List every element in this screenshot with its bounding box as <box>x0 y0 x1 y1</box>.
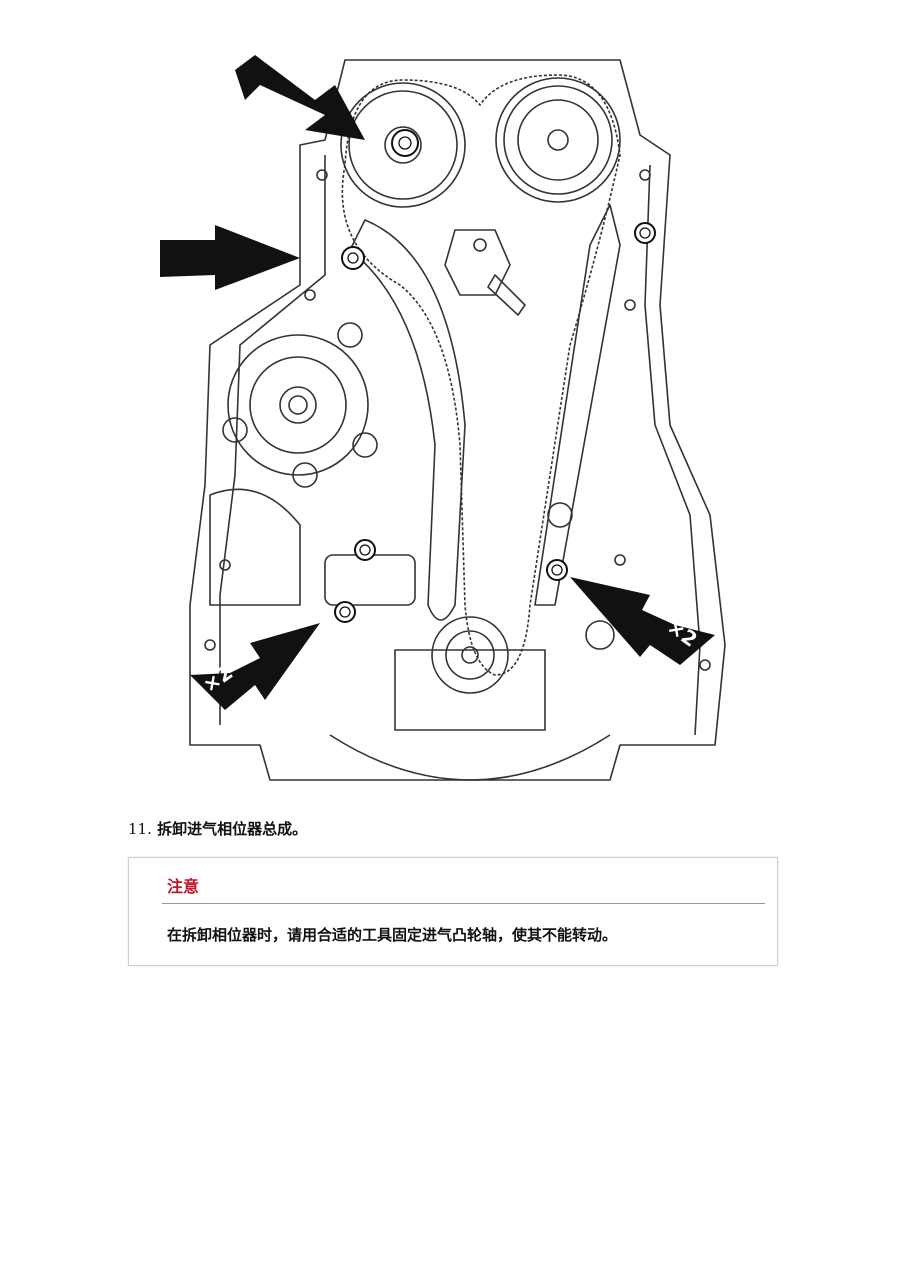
crank-sprocket <box>431 616 509 694</box>
engine-diagram-svg: ×2 ×2 <box>160 55 726 781</box>
caution-divider <box>162 903 765 904</box>
step-number: 11. <box>128 820 152 838</box>
step-text: 拆卸进气相位器总成。 <box>157 820 308 838</box>
callout-arrow-lower-left <box>190 623 320 710</box>
caution-title: 注意 <box>167 877 200 896</box>
engine-timing-diagram: ×2 ×2 <box>150 45 750 805</box>
callout-arrow-lower-right <box>570 577 715 665</box>
chain-guide-left <box>349 219 466 621</box>
caution-box: 注意 在拆卸相位器时，请用合适的工具固定进气凸轮轴，使其不能转动。 <box>128 857 778 966</box>
engine-block-outline <box>189 59 726 781</box>
callout-arrow-top <box>235 55 365 140</box>
chain-guide-right <box>534 204 621 606</box>
intake-cam-gear <box>340 82 466 208</box>
timing-chain <box>341 74 621 676</box>
caution-text: 在拆卸相位器时，请用合适的工具固定进气凸轮轴，使其不能转动。 <box>167 926 618 944</box>
pump-housing <box>227 334 369 476</box>
step-instruction: 11. 拆卸进气相位器总成。 <box>128 818 307 839</box>
crank-pulley-outline <box>329 734 611 781</box>
exhaust-cam-gear <box>495 77 621 203</box>
callout-arrow-left <box>160 225 300 290</box>
